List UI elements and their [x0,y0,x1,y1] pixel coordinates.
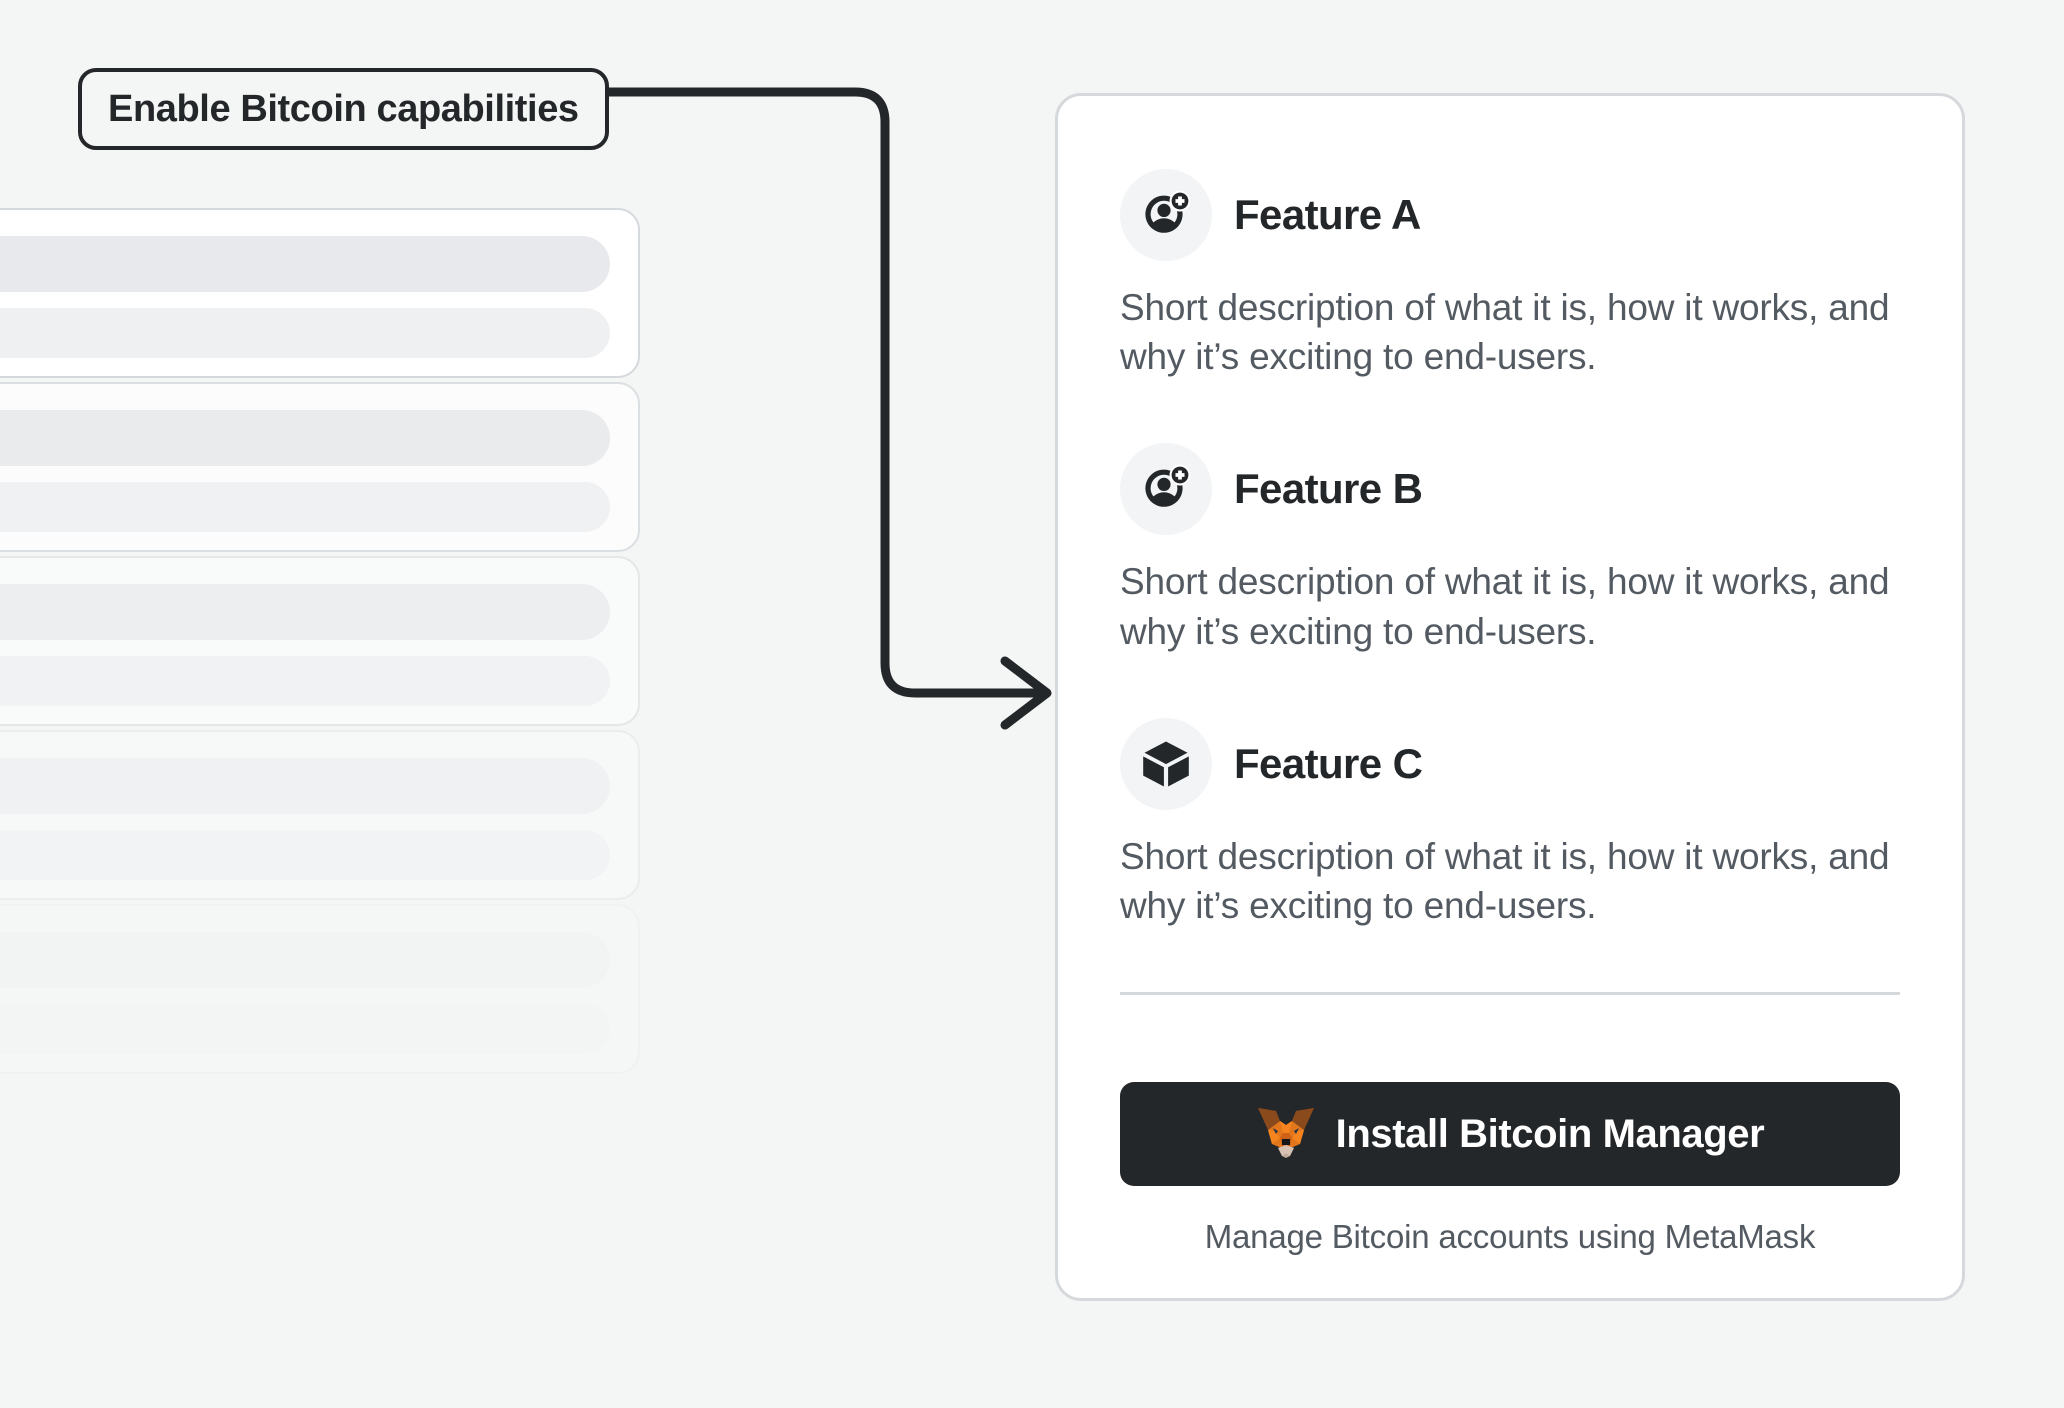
cube-box-icon [1120,717,1212,810]
feature-item: Feature B Short description of what it i… [1120,443,1900,655]
user-circle-add-icon [1120,443,1212,536]
skeleton-bar [0,830,610,880]
skeleton-bar [0,410,610,466]
skeleton-bar [0,236,610,292]
feature-item: Feature A Short description of what it i… [1120,169,1900,381]
install-button-label: Install Bitcoin Manager [1335,1111,1765,1156]
skeleton-bar [0,932,610,988]
skeleton-list-item [0,904,640,1074]
skeleton-list-item [0,208,640,378]
features-section: Feature A Short description of what it i… [1058,96,1962,1042]
skeleton-list-item [0,382,640,552]
skeleton-bar [0,308,610,358]
skeleton-bar [0,656,610,706]
feature-title: Feature B [1234,465,1423,513]
feature-header: Feature B [1120,443,1900,536]
background-skeleton-list [0,0,700,1408]
skeleton-bar [0,584,610,640]
feature-description: Short description of what it is, how it … [1120,561,1890,652]
skeleton-bar [0,482,610,532]
arrow-right-icon [1000,656,1052,730]
feature-card: Feature A Short description of what it i… [1055,93,1965,1301]
feature-title: Feature C [1234,739,1423,787]
feature-description: Short description of what it is, how it … [1120,835,1890,927]
skeleton-list-item [0,556,640,726]
footer-note: Manage Bitcoin accounts using MetaMask [1204,1218,1816,1255]
install-bitcoin-manager-button[interactable]: Install Bitcoin Manager [1120,1082,1900,1186]
user-circle-add-icon [1120,169,1212,261]
callout-label-text: Enable Bitcoin capabilities [108,87,579,130]
callout-label[interactable]: Enable Bitcoin capabilities [78,68,609,150]
feature-header: Feature A [1120,169,1900,261]
feature-description: Short description of what it is, how it … [1120,287,1890,378]
feature-header: Feature C [1120,717,1900,810]
card-divider [1120,992,1900,996]
skeleton-bar [0,758,610,814]
feature-item: Feature C Short description of what it i… [1120,717,1900,930]
feature-title: Feature A [1234,191,1421,238]
skeleton-bar [0,1004,610,1054]
card-footer: Install Bitcoin Manager Manage Bitcoin a… [1058,1042,1962,1298]
skeleton-list-item [0,730,640,900]
metamask-fox-icon [1256,1106,1316,1162]
